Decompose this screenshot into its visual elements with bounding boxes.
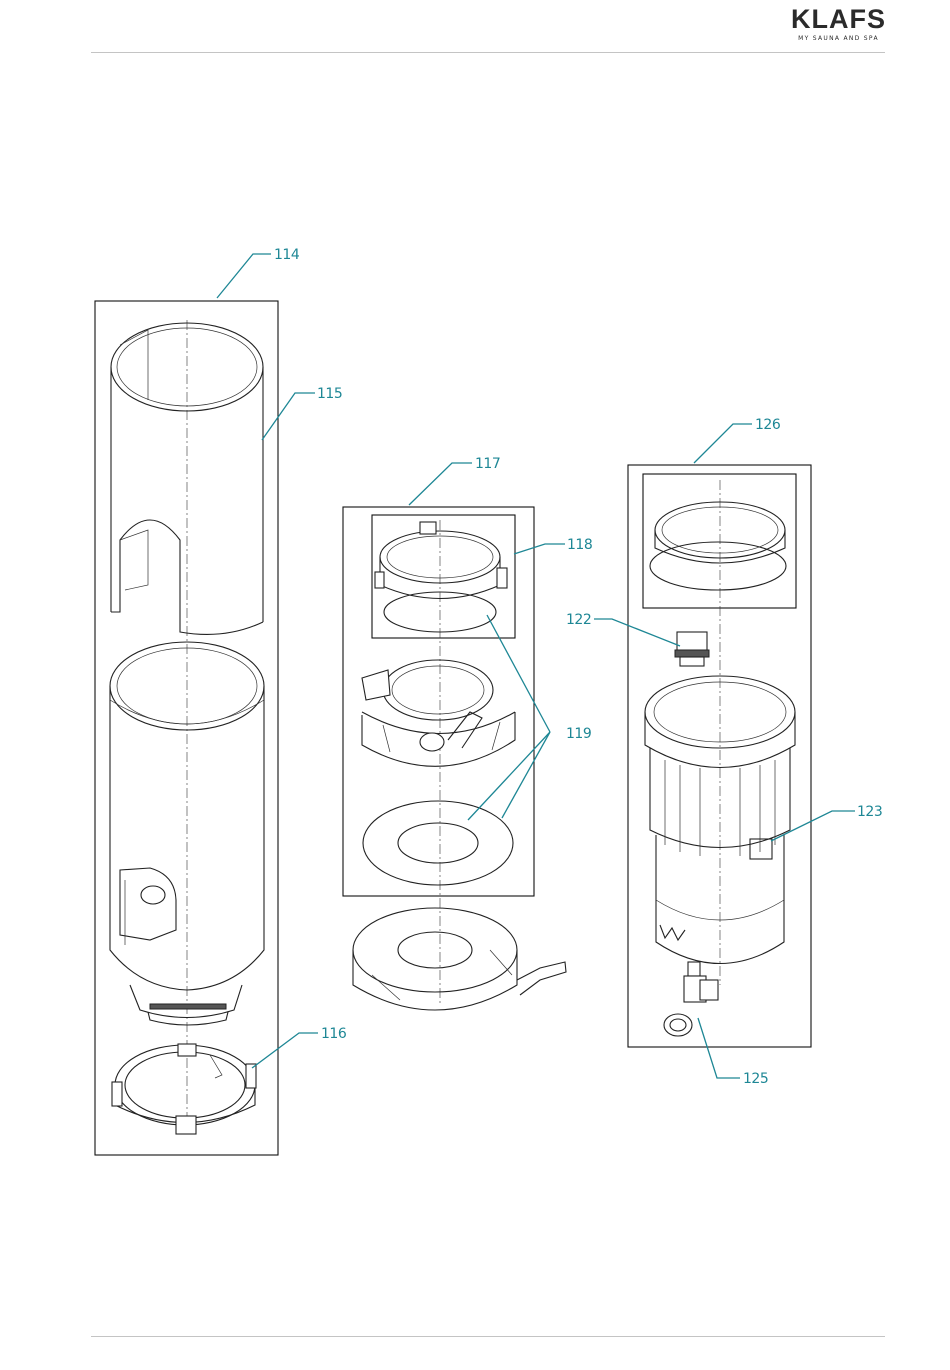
part-base-plate	[353, 908, 566, 1010]
callout-122: 122	[566, 612, 680, 646]
callout-122-label: 122	[566, 612, 591, 628]
callout-115: 115	[262, 386, 342, 440]
assembly-114-group	[95, 301, 278, 1155]
callout-114-label: 114	[274, 247, 300, 263]
callout-119: 119	[468, 615, 591, 820]
assembly-126-frame	[628, 465, 811, 1047]
callout-116: 116	[252, 1026, 347, 1068]
callout-123: 123	[771, 804, 882, 841]
assembly-126-group	[628, 465, 811, 1047]
assembly-114-frame	[95, 301, 278, 1155]
callout-114: 114	[217, 247, 300, 298]
assembly-118-frame	[372, 515, 515, 638]
assembly-126-inner-frame	[643, 474, 796, 608]
callout-116-label: 116	[321, 1026, 347, 1042]
part-top-ring	[650, 502, 786, 590]
part-116-ring	[112, 1044, 256, 1134]
callout-117-label: 117	[475, 456, 500, 472]
callout-123-label: 123	[857, 804, 882, 820]
callout-115-label: 115	[317, 386, 342, 402]
part-125-drain-fitting	[664, 962, 718, 1036]
callout-126-label: 126	[755, 417, 781, 433]
callout-119-label: 119	[566, 726, 591, 742]
callout-125-label: 125	[743, 1071, 768, 1087]
part-119-gasket	[363, 801, 513, 885]
callout-117: 117	[409, 456, 500, 505]
part-valve-body	[362, 660, 515, 766]
callout-126: 126	[694, 417, 781, 463]
callout-118: 118	[514, 537, 592, 554]
assembly-117-group	[343, 507, 566, 1010]
part-122-valve-insert	[675, 632, 709, 666]
callout-118-label: 118	[567, 537, 592, 553]
callout-125: 125	[698, 1018, 768, 1087]
callouts: 114 115 116 117 118 119 122	[217, 247, 882, 1087]
